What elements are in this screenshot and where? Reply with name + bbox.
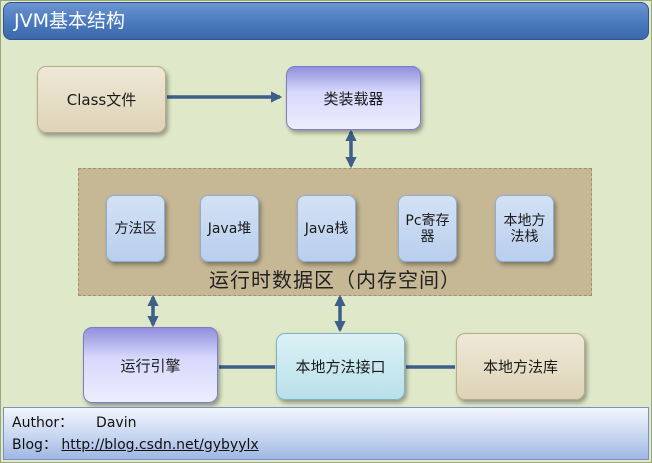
method-area-node: 方法区 [106,195,165,262]
native-method-stack-node: 本地方法栈 [495,195,554,262]
native-interface-node: 本地方法接口 [276,333,405,400]
class-loader-node: 类装载器 [286,66,421,130]
blog-link[interactable]: http://blog.csdn.net/gybyylx [61,437,259,453]
footer-panel: Author： Davin Blog： http://blog.csdn.net… [3,407,649,460]
native-library-node: 本地方法库 [456,333,585,400]
author-label: Author： [12,415,74,431]
runtime-data-area-label: 运行时数据区（内存空间） [209,268,461,292]
pc-register-node: Pc寄存器 [398,195,457,262]
execution-engine-node: 运行引擎 [83,327,218,403]
class-file-node: Class文件 [37,66,166,133]
java-heap-node: Java堆 [200,195,259,262]
blog-line: Blog： http://blog.csdn.net/gybyylx [12,434,640,456]
author-line: Author： Davin [12,412,640,434]
author-name: Davin [96,415,137,431]
blog-label: Blog： [12,437,57,453]
page-title: JVM基本结构 [3,2,649,40]
java-stack-node: Java栈 [297,195,356,262]
